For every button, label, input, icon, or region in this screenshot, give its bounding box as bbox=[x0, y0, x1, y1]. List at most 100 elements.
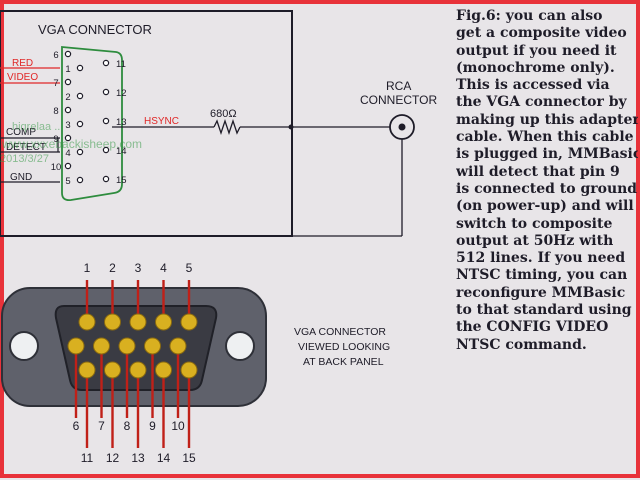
pin-number: 15 bbox=[116, 175, 127, 186]
pin-number: 5 bbox=[65, 176, 70, 187]
pin-number: 11 bbox=[116, 59, 126, 70]
pin-hole bbox=[169, 337, 187, 355]
schematic-box bbox=[0, 10, 293, 237]
caption-line: cable. When this cable bbox=[456, 129, 634, 146]
pin-number: 7 bbox=[98, 419, 105, 433]
pin-contact bbox=[76, 92, 84, 100]
pin-number: 14 bbox=[116, 146, 127, 157]
pin-number: 8 bbox=[53, 106, 58, 117]
pin-hole bbox=[129, 313, 147, 331]
pin-hole bbox=[129, 361, 147, 379]
pin-contact bbox=[102, 146, 110, 154]
pin-number: 1 bbox=[84, 261, 91, 275]
pin-hole bbox=[93, 337, 110, 355]
caption-line: to that standard using bbox=[456, 302, 632, 319]
pin-number: 13 bbox=[116, 117, 127, 128]
back-label-1: VGA CONNECTOR bbox=[294, 326, 386, 338]
rca-label-2: CONNECTOR bbox=[360, 93, 437, 107]
caption-line: NTSC timing, you can bbox=[456, 267, 628, 284]
pin-contact bbox=[76, 176, 84, 184]
pin-contact bbox=[102, 117, 110, 125]
caption-line: the CONFIG VIDEO bbox=[456, 319, 609, 336]
pin-number: 13 bbox=[131, 451, 145, 465]
pin-number: 3 bbox=[135, 261, 142, 275]
caption-line: (on power-up) and will bbox=[456, 198, 634, 215]
mount-hole-left bbox=[9, 331, 39, 361]
pin-contact bbox=[76, 148, 84, 156]
pin-number: 6 bbox=[53, 50, 58, 61]
caption-line: NTSC command. bbox=[456, 336, 587, 353]
pin-hole bbox=[180, 313, 198, 331]
pin-hole bbox=[155, 361, 172, 379]
caption-line: reconfigure MMBasic bbox=[456, 284, 626, 301]
pin-number: 3 bbox=[65, 120, 70, 131]
rca-connector-center bbox=[398, 123, 406, 131]
caption-line: This is accessed via bbox=[456, 77, 610, 94]
rca-label-1: RCA bbox=[386, 79, 411, 93]
pin-number: 11 bbox=[81, 451, 94, 465]
pin-number: 9 bbox=[53, 134, 58, 145]
caption-line: switch to composite bbox=[456, 215, 613, 232]
pin-number: 14 bbox=[157, 451, 171, 465]
pin-number: 15 bbox=[182, 451, 196, 465]
caption-line: making up this adapter bbox=[456, 111, 638, 128]
pin-hole bbox=[78, 313, 96, 331]
caption-line: will detect that pin 9 bbox=[456, 163, 620, 180]
pin-hole bbox=[67, 337, 85, 355]
label-red: RED bbox=[12, 58, 33, 69]
pin-contact bbox=[64, 134, 72, 142]
pin-number: 1 bbox=[65, 64, 70, 75]
pin-number: 12 bbox=[106, 451, 120, 465]
resistor-680 bbox=[213, 118, 241, 136]
pin-number: 2 bbox=[65, 92, 70, 103]
mount-hole-right bbox=[225, 331, 255, 361]
label-video: VIDEO bbox=[7, 72, 38, 83]
pin-number: 10 bbox=[171, 419, 185, 433]
pin-hole bbox=[144, 337, 161, 355]
pin-contact bbox=[102, 175, 110, 183]
svg-text:2013/3/27: 2013/3/27 bbox=[0, 153, 49, 165]
label-comp: COMP bbox=[6, 127, 36, 138]
junction-dot bbox=[288, 124, 294, 130]
pin-number: 6 bbox=[73, 419, 80, 433]
pin-hole bbox=[180, 361, 198, 379]
pin-contact bbox=[64, 106, 72, 114]
caption-line: the VGA connector by bbox=[456, 94, 627, 111]
pin-contact bbox=[64, 78, 72, 86]
pin-contact bbox=[64, 162, 72, 170]
pin-number: 4 bbox=[160, 261, 167, 275]
caption-line: output at 50Hz with bbox=[456, 232, 614, 249]
resistor-label: 680Ω bbox=[210, 108, 237, 120]
caption-line: is plugged in, MMBasic bbox=[456, 146, 638, 163]
svg-text:hiqrelaa ...: hiqrelaa ... bbox=[12, 121, 63, 133]
pin-hole bbox=[118, 337, 136, 355]
pin-contact bbox=[64, 50, 72, 58]
label-gnd: GND bbox=[10, 172, 32, 183]
pin-contact bbox=[76, 120, 84, 128]
caption-line: get a composite video bbox=[456, 25, 627, 42]
dsub-outline bbox=[61, 46, 123, 202]
pin-number: 7 bbox=[53, 78, 58, 89]
caption-line: output if you need it bbox=[456, 42, 617, 59]
label-detect: DETECT bbox=[6, 142, 46, 153]
pin-number: 9 bbox=[149, 419, 156, 433]
pin-hole bbox=[104, 361, 121, 379]
pin-contact bbox=[102, 59, 110, 67]
caption-line: (monochrome only). bbox=[456, 59, 615, 76]
schematic-title: VGA CONNECTOR bbox=[38, 22, 152, 37]
label-hsync: HSYNC bbox=[144, 116, 179, 127]
pin-number: 12 bbox=[116, 88, 127, 99]
pin-number: 5 bbox=[186, 261, 193, 275]
pin-contact bbox=[76, 64, 84, 72]
caption-line: 512 lines. If you need bbox=[456, 250, 626, 267]
pin-hole bbox=[104, 313, 121, 331]
pin-number: 4 bbox=[65, 148, 70, 159]
pin-hole bbox=[155, 313, 172, 331]
pin-number: 2 bbox=[109, 261, 116, 275]
